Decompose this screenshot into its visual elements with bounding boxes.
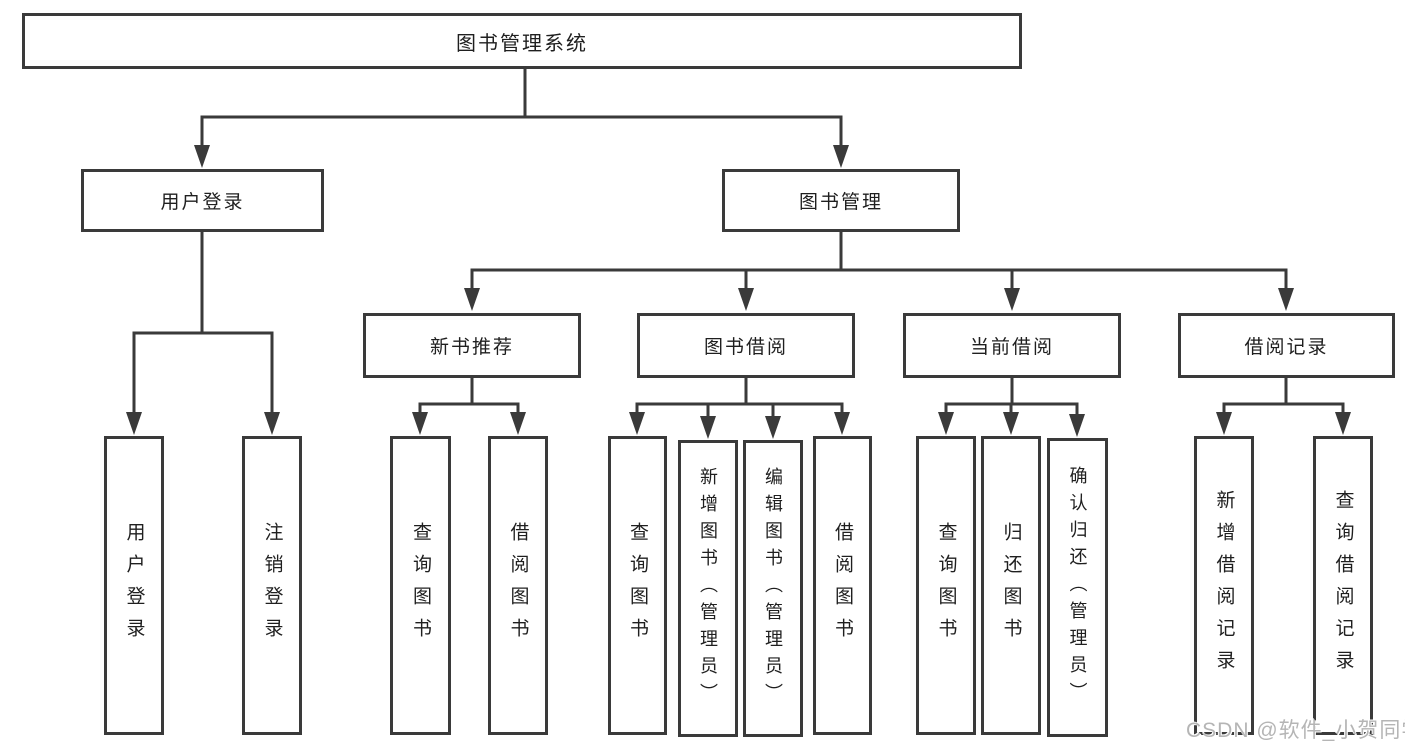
- node-book-management: 图书管理: [722, 169, 960, 232]
- node-book-borrowing: 图书借阅: [637, 313, 855, 378]
- leaf-user-login: 用户登录: [104, 436, 164, 735]
- connector-path: [132, 69, 1345, 417]
- leaf-add-borrow-record: 新增借阅记录: [1194, 436, 1254, 735]
- leaf-label: 新增借阅记录: [1213, 489, 1235, 682]
- leaf-edit-books-admin: 编辑图书（管理员）: [743, 440, 803, 737]
- leaf-label: 借阅图书: [832, 521, 853, 650]
- leaf-label: 注销登录: [261, 521, 283, 650]
- node-library-system: 图书管理系统: [22, 13, 1022, 69]
- leaf-query-borrow-record: 查询借阅记录: [1313, 436, 1373, 735]
- leaf-label: 查询借阅记录: [1332, 489, 1354, 682]
- node-label: 当前借阅: [969, 337, 1054, 358]
- leaf-borrow-books-recommend: 借阅图书: [488, 436, 548, 735]
- leaf-confirm-return-admin: 确认归还（管理员）: [1047, 438, 1108, 737]
- leaf-borrow-books-borrowing: 借阅图书: [813, 436, 872, 735]
- node-label: 图书管理: [798, 192, 883, 213]
- leaf-label: 用户登录: [123, 521, 145, 650]
- leaf-label: 确认归还（管理员）: [1067, 466, 1088, 709]
- leaf-query-books-borrowing: 查询图书: [608, 436, 667, 735]
- node-label: 图书借阅: [703, 337, 788, 358]
- node-label: 借阅记录: [1244, 337, 1329, 358]
- leaf-label: 借阅图书: [507, 521, 529, 650]
- leaf-label: 查询图书: [410, 521, 431, 650]
- node-label: 新书推荐: [429, 337, 514, 358]
- node-label: 图书管理系统: [456, 32, 588, 55]
- leaf-label: 归还图书: [1000, 521, 1022, 650]
- node-current-borrowing: 当前借阅: [903, 313, 1121, 378]
- leaf-logout-login: 注销登录: [242, 436, 302, 735]
- node-new-book-recommend: 新书推荐: [363, 313, 581, 378]
- leaf-label: 新增图书（管理员）: [698, 467, 718, 710]
- node-user-login: 用户登录: [81, 169, 324, 232]
- leaf-label: 编辑图书（管理员）: [763, 467, 783, 710]
- leaf-add-books-admin: 新增图书（管理员）: [678, 440, 738, 737]
- node-label: 用户登录: [160, 192, 245, 213]
- leaf-label: 查询图书: [935, 521, 957, 650]
- node-borrow-records: 借阅记录: [1178, 313, 1395, 378]
- csdn-watermark: CSDN @软件_小贺同学: [1186, 719, 1405, 742]
- leaf-query-books-recommend: 查询图书: [390, 436, 451, 735]
- leaf-label: 查询图书: [627, 521, 648, 650]
- leaf-query-books-current: 查询图书: [916, 436, 976, 735]
- leaf-return-books: 归还图书: [981, 436, 1041, 735]
